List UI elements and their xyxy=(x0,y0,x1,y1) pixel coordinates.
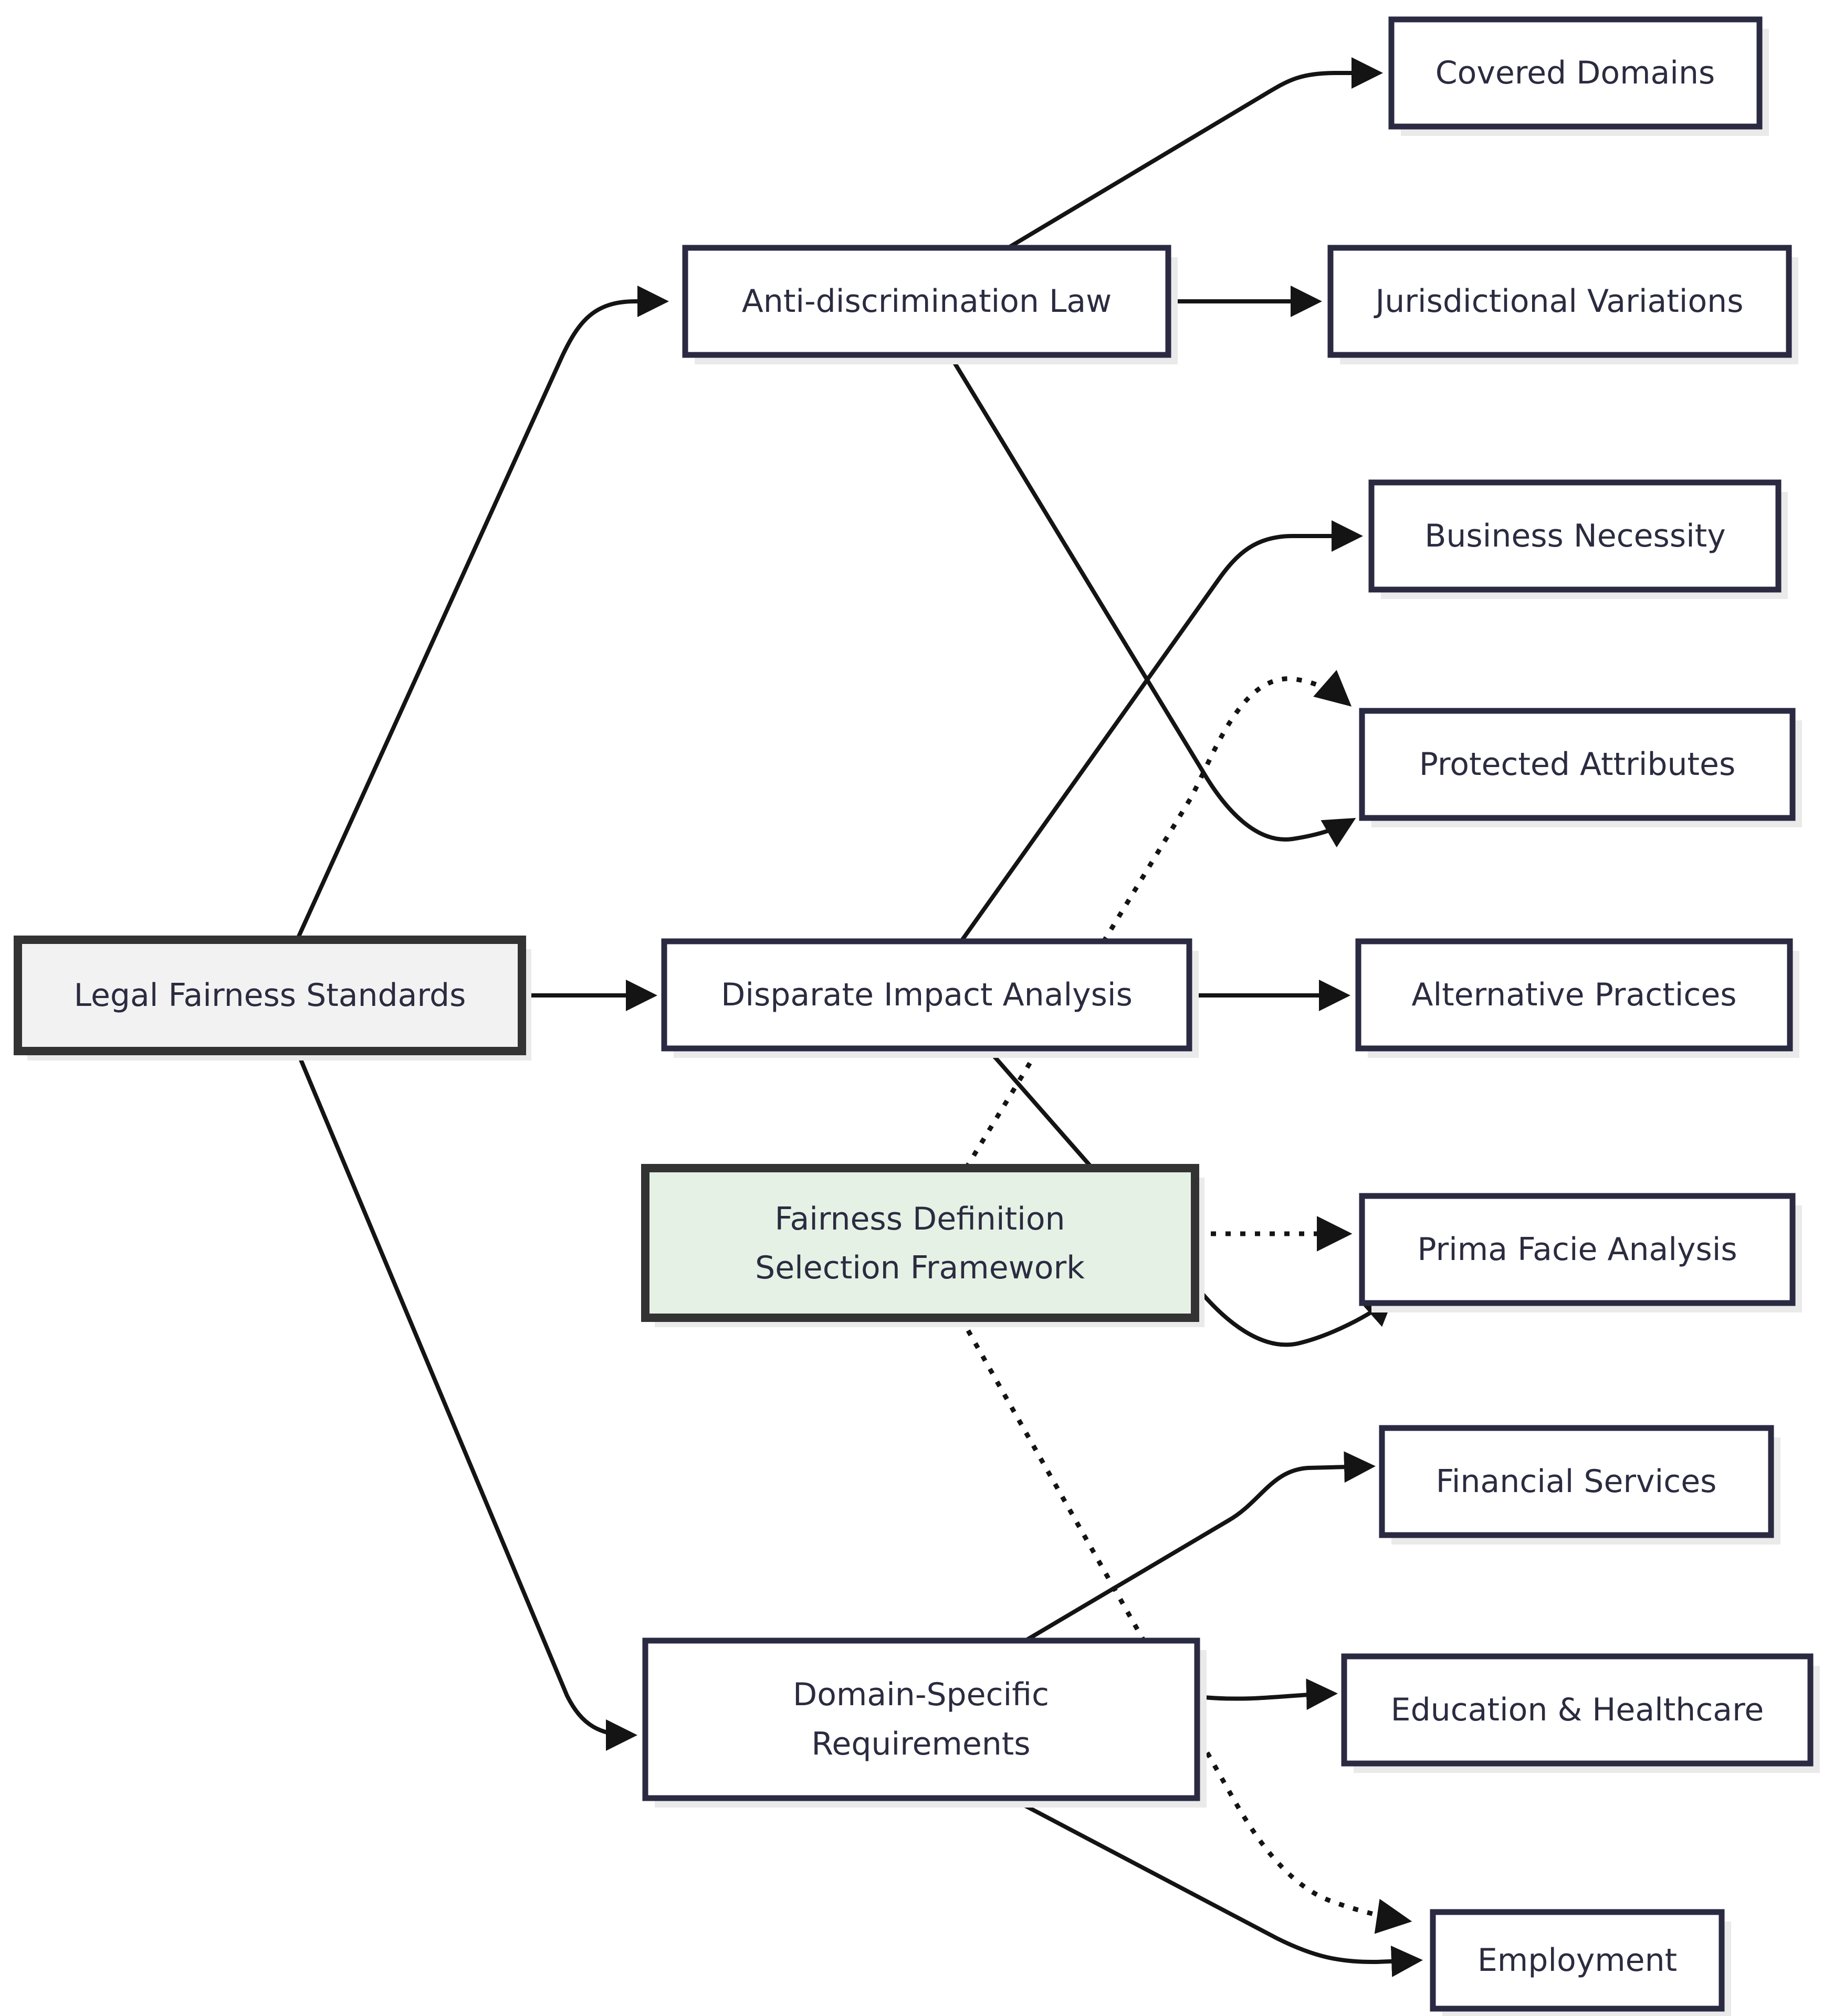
node-protected-attributes: Protected Attributes xyxy=(1359,708,1802,827)
node-box xyxy=(1327,245,1792,358)
node-legal-fairness-standards: Legal Fairness Standards xyxy=(14,936,531,1060)
node-box xyxy=(1359,708,1796,821)
edge-dsr-to-education-healthcare xyxy=(1198,1678,1338,1710)
node-box xyxy=(641,1164,1199,1322)
node-label: Alternative Practices xyxy=(1411,976,1736,1013)
node-box xyxy=(682,245,1171,358)
node-label: Anti-discrimination Law xyxy=(742,283,1112,320)
node-box xyxy=(642,1637,1200,1801)
node-disparate-impact-analysis: Disparate Impact Analysis xyxy=(661,938,1199,1058)
node-box xyxy=(1368,479,1782,593)
node-label: Prima Facie Analysis xyxy=(1417,1231,1737,1268)
node-label: Business Necessity xyxy=(1424,518,1726,554)
edges xyxy=(295,57,1423,1977)
edge-adl-to-covered-domains xyxy=(1007,57,1383,250)
node-alternative-practices: Alternative Practices xyxy=(1355,938,1799,1058)
node-box xyxy=(1430,1909,1725,2012)
edge-fdsf-to-employment-dotted xyxy=(959,1316,1412,1934)
node-box xyxy=(1379,1425,1774,1538)
node-label: Covered Domains xyxy=(1436,55,1715,91)
node-label: Disparate Impact Analysis xyxy=(721,976,1133,1013)
node-domain-specific-requirements: Domain-Specific Requirements xyxy=(642,1637,1207,1808)
edge-dsr-to-financial-services xyxy=(1024,1451,1376,1643)
node-fairness-definition-selection-framework: Fairness Definition Selection Framework xyxy=(641,1164,1204,1327)
edge-dia-to-business-necessity xyxy=(960,520,1363,942)
node-prima-facie-analysis: Prima Facie Analysis xyxy=(1359,1193,1802,1312)
edge-fdsf-to-protected-attributes-dotted xyxy=(964,670,1352,1170)
node-label: Jurisdictional Variations xyxy=(1374,283,1744,320)
node-jurisdictional-variations: Jurisdictional Variations xyxy=(1327,245,1798,364)
node-business-necessity: Business Necessity xyxy=(1368,479,1788,599)
node-label: Legal Fairness Standards xyxy=(74,977,466,1014)
edge-adl-to-protected-attributes xyxy=(948,354,1356,848)
node-box xyxy=(1355,938,1793,1052)
edge-lfs-to-anti-discrimination-law xyxy=(295,286,669,941)
node-label: Education & Healthcare xyxy=(1391,1692,1764,1728)
node-box xyxy=(14,936,526,1055)
node-label: Protected Attributes xyxy=(1419,746,1735,783)
edge-dia-to-prima-facie-analysis xyxy=(986,1048,1395,1347)
node-label-line1: Fairness Definition xyxy=(774,1201,1065,1237)
node-anti-discrimination-law: Anti-discrimination Law xyxy=(682,245,1178,364)
edge-lfs-to-domain-specific-requirements xyxy=(295,1050,637,1751)
node-label-line1: Domain-Specific xyxy=(793,1676,1049,1713)
node-label-line2: Requirements xyxy=(811,1726,1030,1762)
node-label: Employment xyxy=(1478,1942,1677,1979)
node-box xyxy=(1341,1653,1814,1767)
node-label-line2: Selection Framework xyxy=(755,1250,1085,1286)
node-box xyxy=(1359,1193,1796,1306)
node-covered-domains: Covered Domains xyxy=(1388,16,1769,136)
node-financial-services: Financial Services xyxy=(1379,1425,1780,1545)
edge-dsr-to-employment xyxy=(1010,1796,1423,1977)
node-box xyxy=(1388,16,1763,130)
node-employment: Employment xyxy=(1430,1909,1731,2016)
node-label: Financial Services xyxy=(1436,1463,1717,1500)
node-box xyxy=(661,938,1192,1052)
node-education-healthcare: Education & Healthcare xyxy=(1341,1653,1820,1773)
